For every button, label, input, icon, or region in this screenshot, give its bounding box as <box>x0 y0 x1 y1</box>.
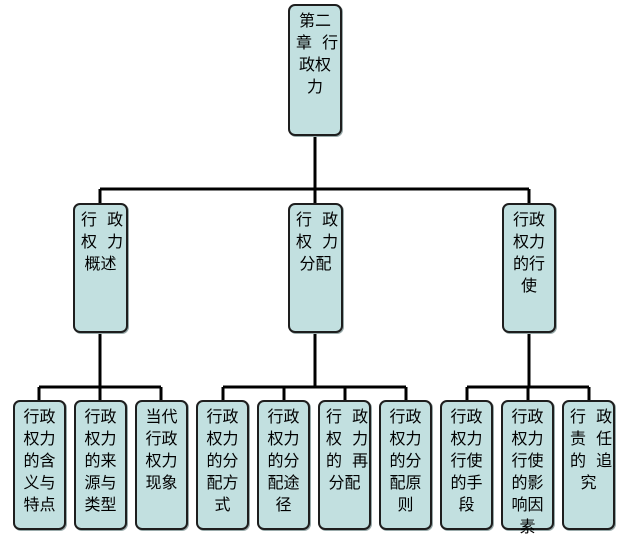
node-line: 的影 <box>511 473 544 492</box>
node-line: 分配 <box>328 473 361 492</box>
node-line: 配方 <box>206 473 239 492</box>
node-line: 权 力 <box>81 232 124 251</box>
node-line: 则 <box>397 495 414 514</box>
node-line: 当代 <box>145 407 178 426</box>
node-line: 径 <box>275 495 292 514</box>
node-line: 概述 <box>84 254 117 273</box>
root-line: 第二 <box>298 11 331 30</box>
node-line: 的分 <box>206 451 239 470</box>
node-line: 行政 <box>23 407 56 426</box>
leaf-contemporary-phenomena: 当代 行政 权力 现象 <box>135 400 188 530</box>
node-line: 行使 <box>450 451 483 470</box>
node-line: 行政 <box>145 429 178 448</box>
node-line: 权力 <box>450 429 483 448</box>
leaf-exercise-means: 行政 权力 行使 的手 段 <box>440 400 493 530</box>
node-line: 权力 <box>145 451 178 470</box>
root-line: 力 <box>306 77 323 96</box>
node-line: 的行 <box>512 254 545 273</box>
root-line: 章 行 <box>296 33 339 52</box>
root-node: 第二 章 行 政权 力 <box>288 4 342 136</box>
node-line: 的分 <box>389 451 422 470</box>
leaf-distribution-methods: 行政 权力 的分 配方 式 <box>196 400 249 530</box>
node-line: 行 政 <box>296 210 339 229</box>
node-line: 行政 <box>84 407 117 426</box>
node-line: 权力 <box>23 429 56 448</box>
node-line: 行 政 <box>570 407 613 426</box>
node-line: 行 政 <box>81 210 124 229</box>
node-line: 行政 <box>389 407 422 426</box>
node-exercise: 行政 权力 的行 使 <box>502 203 556 333</box>
node-distribution: 行 政 权 力 分配 <box>288 203 343 333</box>
node-line: 义与 <box>23 473 56 492</box>
node-line: 权力 <box>389 429 422 448</box>
node-line: 行政 <box>206 407 239 426</box>
node-line: 权力 <box>511 429 544 448</box>
leaf-distribution-channels: 行政 权力 的分 配途 径 <box>257 400 310 530</box>
node-line: 权 力 <box>296 232 339 251</box>
node-line: 权力 <box>206 429 239 448</box>
node-line: 使 <box>520 276 537 295</box>
node-line: 现象 <box>145 473 178 492</box>
node-line: 行政 <box>267 407 300 426</box>
node-line: 配途 <box>267 473 300 492</box>
node-line: 配原 <box>389 473 422 492</box>
leaf-accountability: 行 政 责 任 的 追 究 <box>562 400 615 530</box>
node-line: 式 <box>214 495 231 514</box>
leaf-influencing-factors: 行政 权力 行使 的影 响因 素 <box>501 400 554 536</box>
node-line: 行政 <box>512 210 545 229</box>
node-line: 行政 <box>450 407 483 426</box>
leaf-source-types: 行政 权力 的来 源与 类型 <box>74 400 127 530</box>
node-line: 源与 <box>84 473 117 492</box>
leaf-meaning-features: 行政 权力 的含 义与 特点 <box>13 400 66 530</box>
node-line: 响因 <box>511 495 544 514</box>
node-line: 责 任 <box>570 429 613 448</box>
node-line: 行使 <box>511 451 544 470</box>
node-line: 段 <box>458 495 475 514</box>
node-line: 的手 <box>450 473 483 492</box>
node-line: 行政 <box>511 407 544 426</box>
node-line: 权力 <box>512 232 545 251</box>
node-line: 究 <box>580 473 597 492</box>
node-line: 类型 <box>84 495 117 514</box>
node-line: 权力 <box>267 429 300 448</box>
node-line: 权力 <box>84 429 117 448</box>
node-line: 权 力 <box>326 429 369 448</box>
node-line: 特点 <box>23 495 56 514</box>
leaf-distribution-principles: 行政 权力 的分 配原 则 <box>379 400 432 530</box>
node-line: 的 再 <box>326 451 369 470</box>
node-overview: 行 政 权 力 概述 <box>73 203 128 333</box>
leaf-redistribution: 行 政 权 力 的 再 分配 <box>318 400 371 530</box>
node-line: 素 <box>519 517 536 536</box>
node-line: 分配 <box>299 254 332 273</box>
node-line: 的分 <box>267 451 300 470</box>
node-line: 的来 <box>84 451 117 470</box>
node-line: 行 政 <box>326 407 369 426</box>
root-line: 政权 <box>298 55 331 74</box>
node-line: 的 追 <box>570 451 613 470</box>
node-line: 的含 <box>23 451 56 470</box>
